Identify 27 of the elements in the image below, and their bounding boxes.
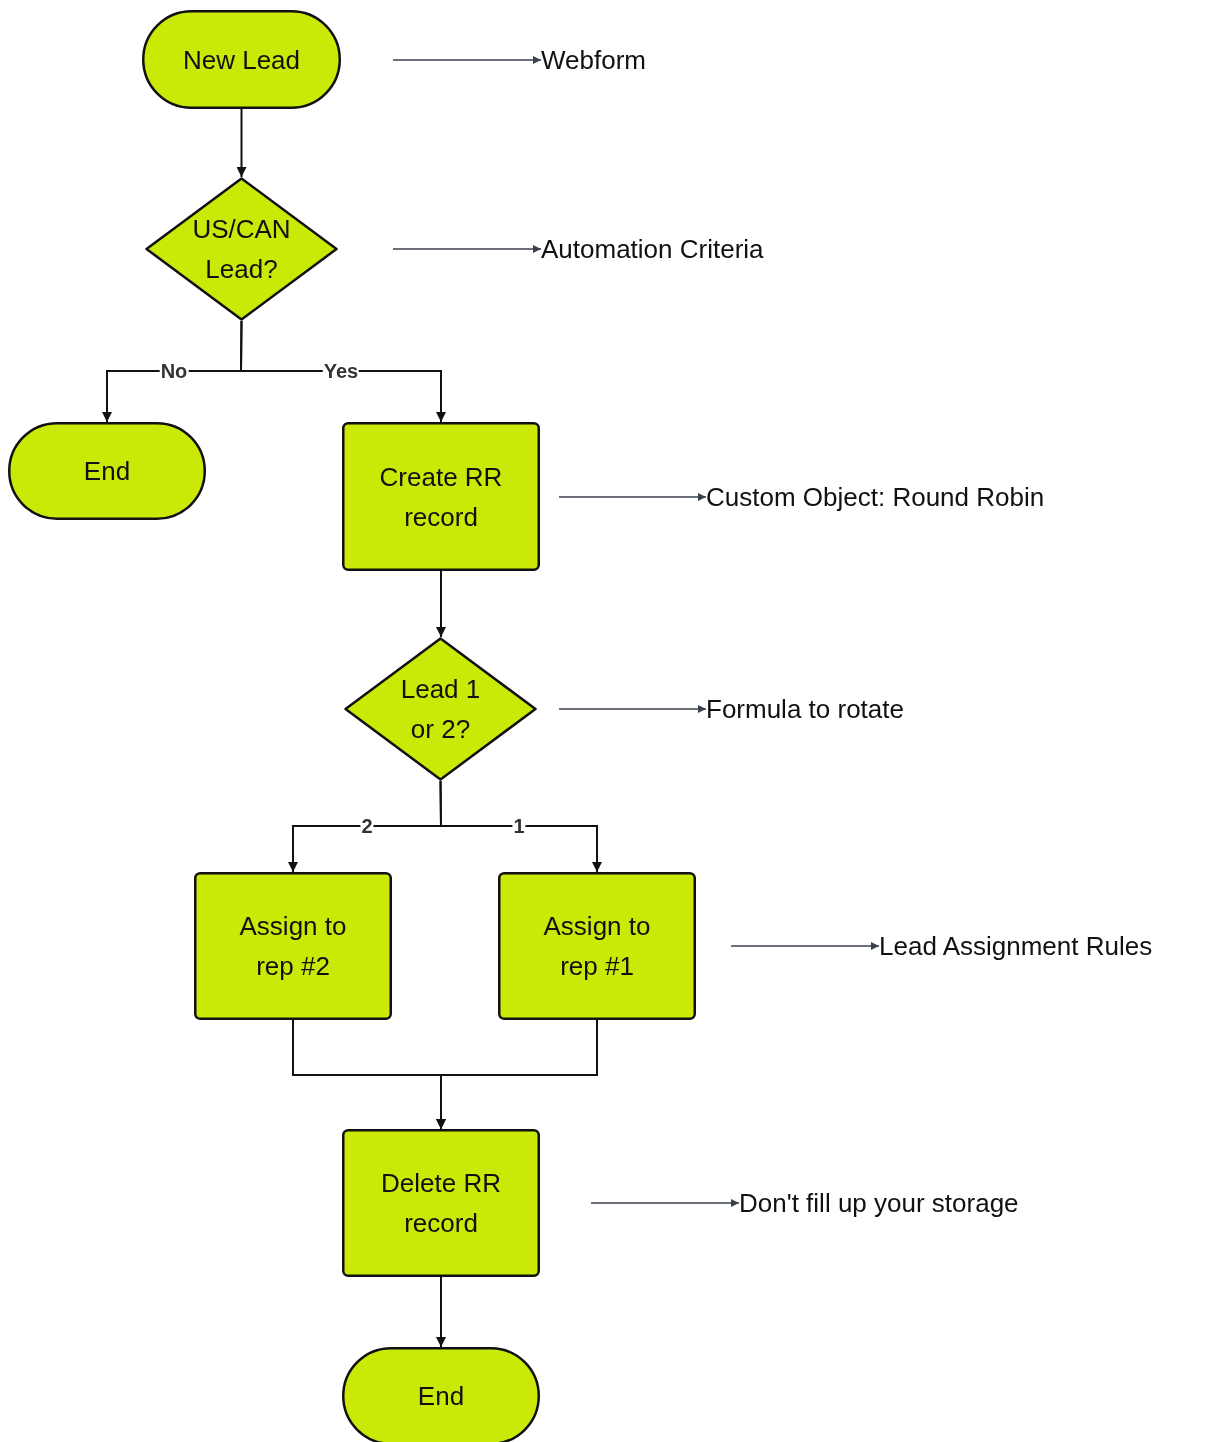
annotation-text: Webform — [541, 44, 646, 76]
annotation-text: Formula to rotate — [706, 693, 904, 725]
node-label: Delete RR record — [380, 1167, 502, 1240]
arrow — [392, 245, 542, 253]
arrow — [240, 320, 446, 423]
arrow — [436, 570, 446, 638]
arrow — [436, 1019, 598, 1130]
annotation-text: Automation Criteria — [541, 233, 764, 265]
node-label: Assign to rep #1 — [542, 910, 652, 983]
arrow — [436, 1276, 446, 1348]
annotation-text: Custom Object: Round Robin — [706, 481, 1045, 513]
node-label: New Lead — [181, 43, 302, 77]
node-label: Lead 1 or 2? — [399, 673, 482, 746]
arrow — [730, 942, 880, 950]
annotation-text: Lead Assignment Rules — [879, 930, 1153, 962]
arrow — [558, 705, 707, 713]
arrow — [236, 108, 247, 178]
arrow — [558, 493, 707, 501]
node-label: Create RR record — [378, 460, 504, 534]
annotation-text: Don't fill up your storage — [739, 1187, 1019, 1219]
node-label: Assign to rep #2 — [238, 910, 348, 983]
node-label: End — [82, 455, 132, 488]
arrow — [439, 780, 602, 873]
node-label: US/CAN Lead? — [191, 213, 292, 286]
node-label: End — [416, 1380, 466, 1413]
arrow — [590, 1199, 740, 1207]
arrow — [392, 56, 542, 64]
